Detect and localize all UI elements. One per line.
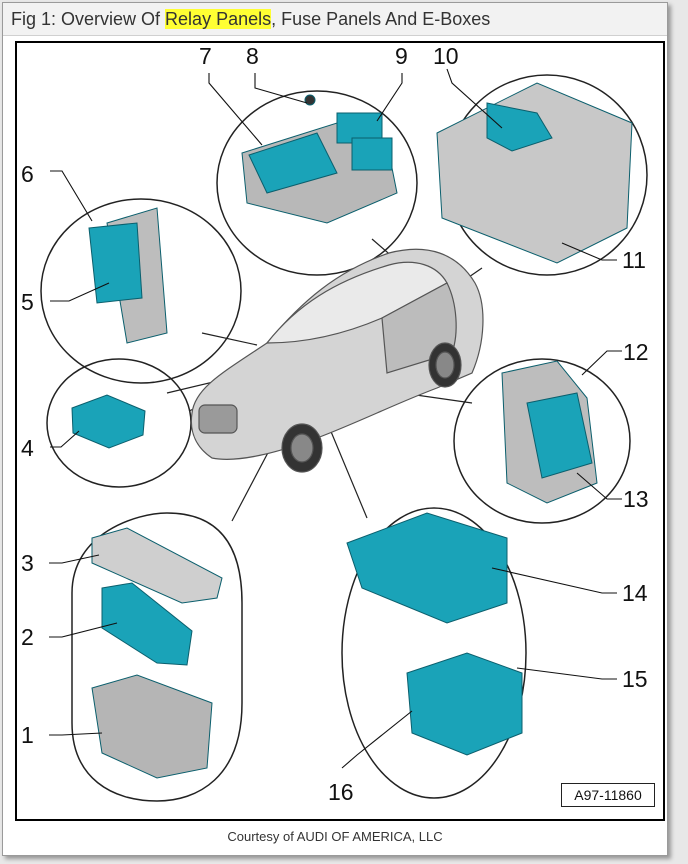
title-highlight: Relay Panels [165, 9, 272, 29]
callout-3: 3 [21, 550, 34, 576]
callout-12: 12 [623, 339, 649, 365]
title-bar: Fig 1: Overview Of Relay Panels, Fuse Pa… [3, 3, 667, 36]
components [71, 82, 633, 779]
credit-line: Courtesy of AUDI OF AMERICA, LLC [227, 829, 443, 844]
bubble-12-13 [453, 358, 631, 524]
bubble-14-16 [341, 507, 527, 799]
callout-8: 8 [246, 43, 259, 69]
bubble-5-6 [40, 198, 242, 384]
callout-9: 9 [395, 43, 408, 69]
bubble-7-9 [216, 90, 418, 276]
callout-14: 14 [622, 580, 648, 606]
callout-7: 7 [199, 43, 212, 69]
callout-13: 13 [623, 486, 649, 512]
callout-11: 11 [622, 247, 646, 273]
vehicle [190, 248, 484, 473]
callout-15: 15 [622, 666, 648, 692]
figure-window: Fig 1: Overview Of Relay Panels, Fuse Pa… [2, 2, 668, 856]
callout-4: 4 [21, 435, 34, 461]
callout-10: 10 [433, 43, 459, 69]
callout-5: 5 [21, 289, 34, 315]
bubble-1-3 [71, 512, 243, 802]
callout-6: 6 [21, 161, 34, 187]
title-prefix: Fig 1: Overview Of [11, 9, 166, 29]
figure-code: A97-11860 [561, 783, 655, 807]
callout-1: 1 [21, 722, 34, 748]
diagram-area: 6 5 4 3 2 1 7 8 9 10 11 12 13 14 15 16 A… [15, 41, 665, 821]
figure-title: Fig 1: Overview Of Relay Panels, Fuse Pa… [11, 9, 490, 30]
diagram-illustration [40, 68, 648, 802]
title-suffix: , Fuse Panels And E-Boxes [271, 9, 491, 29]
callout-16: 16 [328, 779, 354, 805]
callout-2: 2 [21, 624, 34, 650]
